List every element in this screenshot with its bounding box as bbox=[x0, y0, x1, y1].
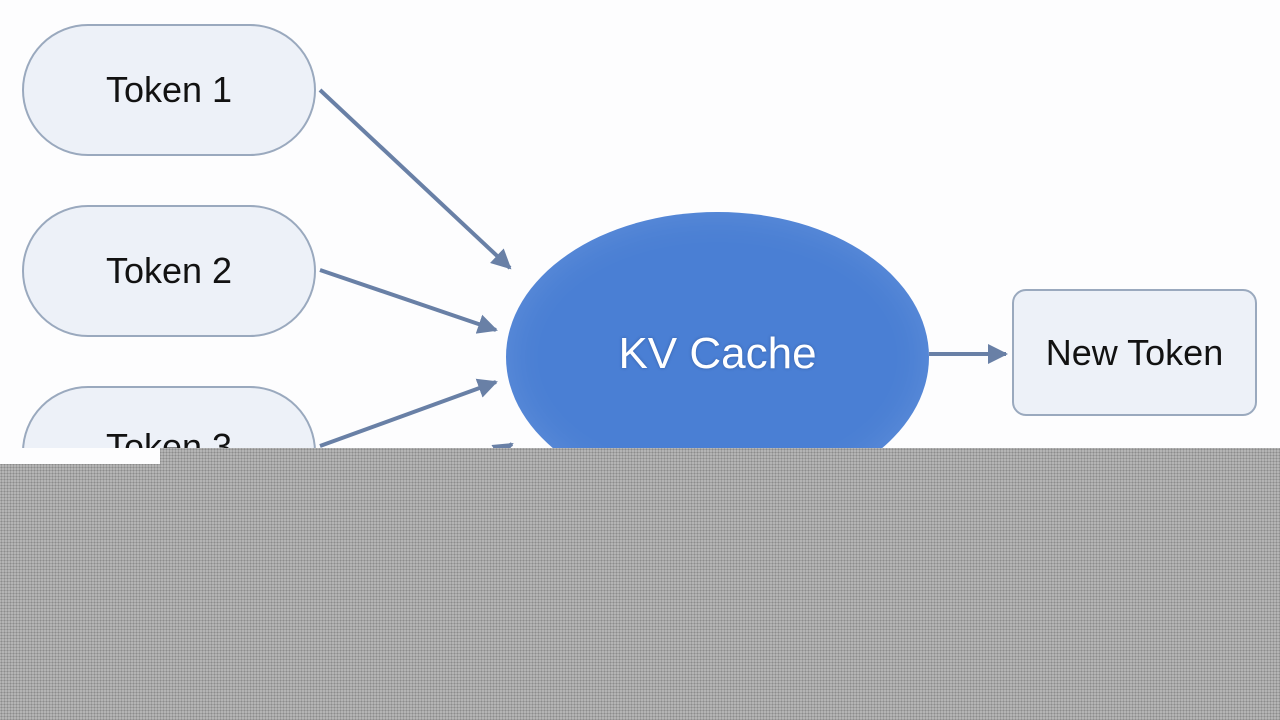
token-1-node: Token 1 bbox=[22, 24, 316, 156]
new-token-node: New Token bbox=[1012, 289, 1257, 416]
edge-token-2-to-kv-cache bbox=[319, 268, 498, 334]
redacted-region bbox=[0, 448, 1280, 720]
token-1-label: Token 1 bbox=[105, 69, 233, 110]
token-2-label: Token 2 bbox=[105, 250, 233, 291]
token-2-node: Token 2 bbox=[22, 205, 316, 337]
kv-cache-label: KV Cache bbox=[618, 329, 817, 378]
new-token-label: New Token bbox=[1045, 331, 1224, 373]
edge-token-3-to-kv-cache bbox=[319, 378, 498, 448]
edge-token-1-to-kv-cache bbox=[318, 88, 512, 270]
redaction-edge bbox=[0, 448, 160, 464]
